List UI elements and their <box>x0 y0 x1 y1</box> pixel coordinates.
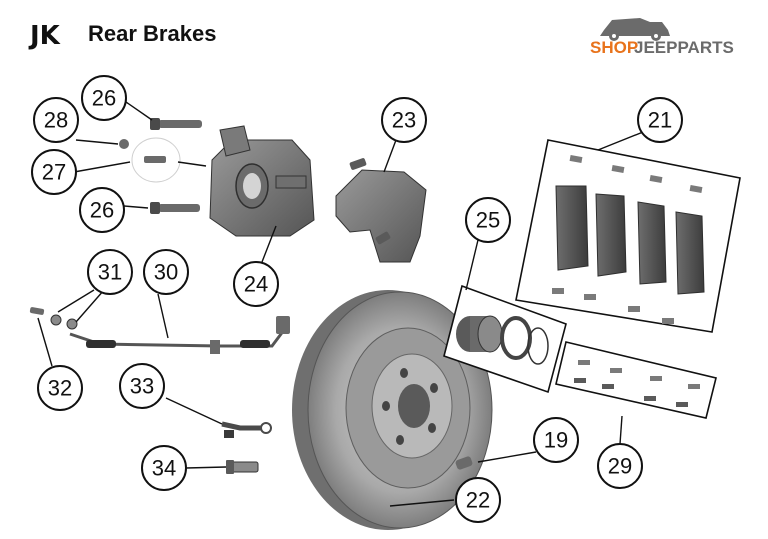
callout-31: 31 <box>87 249 133 295</box>
banjo-bolt-and-washers <box>29 307 78 330</box>
svg-text:34: 34 <box>152 456 176 481</box>
logo: SHOP JEEPPARTS <box>590 18 734 57</box>
callout-29: 29 <box>597 443 643 489</box>
svg-text:29: 29 <box>608 454 632 479</box>
svg-text:23: 23 <box>392 108 416 133</box>
svg-text:26: 26 <box>92 86 116 111</box>
callout-26-bottom: 26 <box>79 187 125 233</box>
brake-pad-set <box>515 139 741 333</box>
bleeder-screw-27 <box>131 137 181 183</box>
svg-text:31: 31 <box>98 260 122 285</box>
brake-hose <box>69 316 290 354</box>
svg-text:25: 25 <box>476 208 500 233</box>
svg-text:21: 21 <box>648 108 672 133</box>
caliper-guide-pins <box>119 118 202 214</box>
callout-22: 22 <box>455 477 501 523</box>
page-title: Rear Brakes <box>88 21 216 46</box>
svg-text:28: 28 <box>44 108 68 133</box>
callout-21: 21 <box>637 97 683 143</box>
callout-25: 25 <box>465 197 511 243</box>
callout-33: 33 <box>119 363 165 409</box>
callout-30: 30 <box>143 249 189 295</box>
svg-text:24: 24 <box>244 272 268 297</box>
callout-34: 34 <box>141 445 187 491</box>
model-label: JK <box>28 21 61 51</box>
logo-shop-text: SHOP <box>590 38 638 57</box>
callout-28: 28 <box>33 97 79 143</box>
callout-23: 23 <box>381 97 427 143</box>
callout-26-top: 26 <box>81 75 127 121</box>
svg-text:22: 22 <box>466 488 490 513</box>
caliper-anchor-bracket <box>335 158 427 263</box>
caliper-piston-and-seal-kit <box>443 284 567 394</box>
svg-text:33: 33 <box>130 374 154 399</box>
svg-text:32: 32 <box>48 376 72 401</box>
jeep-silhouette-icon <box>600 18 670 41</box>
brake-rotor <box>292 290 493 530</box>
callout-24: 24 <box>233 261 279 307</box>
brake-caliper <box>209 125 315 237</box>
pad-hardware-clips <box>555 341 717 419</box>
logo-jeepparts-text: JEEPPARTS <box>634 38 734 57</box>
abs-wheel-speed-sensor <box>221 421 272 438</box>
svg-text:27: 27 <box>42 160 66 185</box>
svg-text:19: 19 <box>544 428 568 453</box>
callout-19: 19 <box>533 417 579 463</box>
svg-text:30: 30 <box>154 260 178 285</box>
leader-lines <box>37 101 649 507</box>
bleeder-screw <box>455 456 473 470</box>
svg-text:26: 26 <box>90 198 114 223</box>
wheel-stud <box>226 460 259 474</box>
callout-32: 32 <box>37 365 83 411</box>
callout-27: 27 <box>31 149 77 195</box>
